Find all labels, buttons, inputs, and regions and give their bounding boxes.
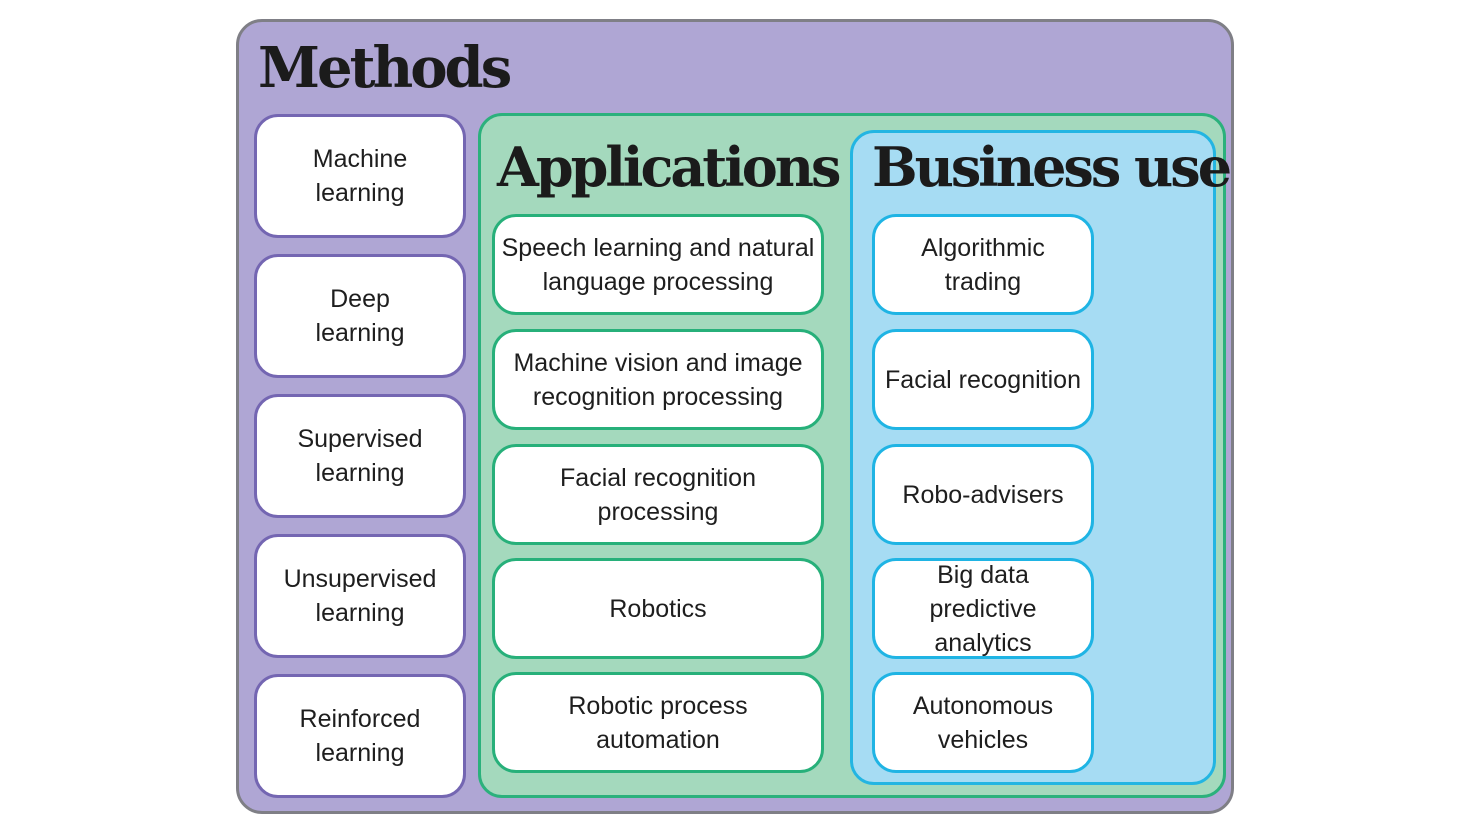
business-use-title: Business use [872, 135, 1232, 199]
business-box-facial-recognition: Facial recognition [872, 329, 1094, 430]
applications-title: Applications [497, 135, 841, 199]
method-box-deep-learning: Deep learning [254, 254, 466, 378]
application-box-machine-vision: Machine vision and image recognition pro… [492, 329, 824, 430]
business-box-algorithmic-trading: Algorithmic trading [872, 214, 1094, 315]
method-box-supervised-learning: Supervised learning [254, 394, 466, 518]
method-box-reinforced-learning: Reinforced learning [254, 674, 466, 798]
methods-title: Methods [258, 35, 512, 101]
method-box-unsupervised-learning: Unsupervised learning [254, 534, 466, 658]
application-box-robotics: Robotics [492, 558, 824, 659]
business-box-big-data-analytics: Big data predictive analytics [872, 558, 1094, 659]
business-box-robo-advisers: Robo-advisers [872, 444, 1094, 545]
business-box-autonomous-vehicles: Autonomous vehicles [872, 672, 1094, 773]
application-box-robotic-process-automation: Robotic process automation [492, 672, 824, 773]
application-box-speech-nlp: Speech learning and natural language pro… [492, 214, 824, 315]
method-box-machine-learning: Machine learning [254, 114, 466, 238]
application-box-facial-recognition-processing: Facial recognition processing [492, 444, 824, 545]
